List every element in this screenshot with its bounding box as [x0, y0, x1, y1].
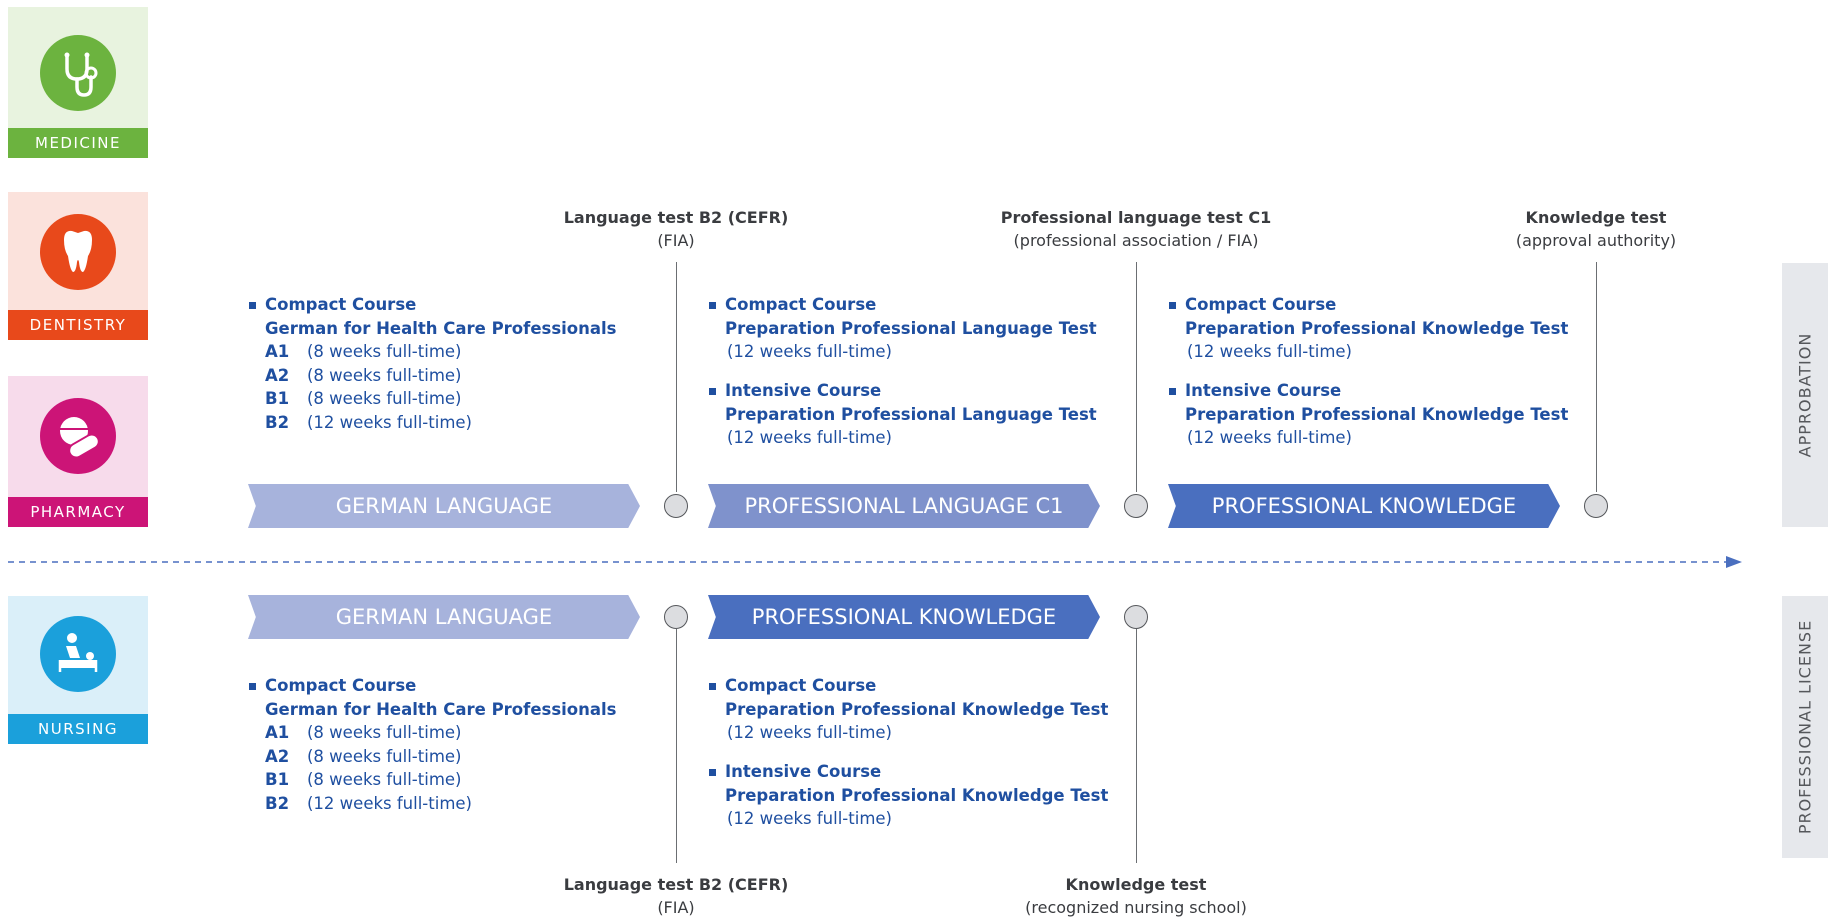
stethoscope-icon [40, 35, 116, 111]
level-row: B1(8 weeks full-time) [265, 770, 462, 789]
test-language-b2-nursing: Language test B2 (CEFR) (FIA) [563, 875, 789, 917]
bullet-icon [1169, 302, 1176, 309]
level-row: A1(8 weeks full-time) [265, 723, 462, 742]
course-language-intensive: Intensive Course Preparation Professiona… [709, 379, 1097, 450]
bullet-icon [1169, 388, 1176, 395]
course-german-upper: Compact Course German for Health Care Pr… [249, 293, 617, 434]
tile-nursing: NURSING [8, 596, 148, 747]
side-label-professional-license: PROFESSIONAL LICENSE [1782, 596, 1828, 858]
test-professional-language-c1: Professional language test C1 (professio… [1000, 208, 1272, 250]
milestone-line [1596, 262, 1597, 492]
bullet-icon [709, 769, 716, 776]
tile-label: DENTISTRY [8, 310, 148, 340]
level-row: B2(12 weeks full-time) [265, 793, 472, 813]
test-knowledge: Knowledge test (approval authority) [1515, 208, 1677, 250]
milestone-marker [1124, 605, 1148, 629]
bullet-icon [709, 683, 716, 690]
milestone-marker [664, 605, 688, 629]
milestone-line [1136, 629, 1137, 863]
bullet-icon [709, 302, 716, 309]
course-nursing-knowledge-intensive: Intensive Course Preparation Professiona… [709, 760, 1108, 831]
course-language-compact: Compact Course Preparation Professional … [709, 293, 1097, 364]
bullet-icon [249, 683, 256, 690]
level-row: B2(12 weeks full-time) [265, 412, 472, 432]
level-row: A2(8 weeks full-time) [265, 365, 462, 385]
test-language-b2: Language test B2 (CEFR) (FIA) [563, 208, 789, 250]
banner-german-language: GERMAN LANGUAGE [248, 484, 640, 528]
bullet-icon [249, 302, 256, 309]
level-row: A1(8 weeks full-time) [265, 342, 462, 361]
banner-professional-knowledge: PROFESSIONAL KNOWLEDGE [708, 595, 1100, 639]
side-label-approbation: APPROBATION [1782, 263, 1828, 527]
course-german-lower: Compact Course German for Health Care Pr… [249, 674, 617, 815]
milestone-line [1136, 262, 1137, 492]
tile-label: NURSING [8, 714, 148, 744]
banner-professional-knowledge: PROFESSIONAL KNOWLEDGE [1168, 484, 1560, 528]
milestone-marker [664, 494, 688, 518]
tile-label: PHARMACY [8, 497, 148, 527]
tile-medicine: MEDICINE [8, 7, 148, 158]
banner-professional-language-c1: PROFESSIONAL LANGUAGE C1 [708, 484, 1100, 528]
banner-german-language: GERMAN LANGUAGE [248, 595, 640, 639]
level-row: A2(8 weeks full-time) [265, 746, 462, 766]
pill-icon [40, 398, 116, 474]
milestone-marker [1124, 494, 1148, 518]
timeline-divider-arrow [8, 556, 1742, 568]
tile-pharmacy: PHARMACY [8, 376, 148, 527]
milestone-line [676, 629, 677, 863]
patient-care-icon [40, 616, 116, 692]
milestone-marker [1584, 494, 1608, 518]
course-knowledge-intensive: Intensive Course Preparation Professiona… [1169, 379, 1568, 450]
test-knowledge-nursing: Knowledge test (recognized nursing schoo… [1025, 875, 1247, 917]
tile-label: MEDICINE [8, 128, 148, 158]
course-nursing-knowledge-compact: Compact Course Preparation Professional … [709, 674, 1108, 745]
level-row: B1(8 weeks full-time) [265, 389, 462, 408]
bullet-icon [709, 388, 716, 395]
tooth-icon [40, 214, 116, 290]
course-knowledge-compact: Compact Course Preparation Professional … [1169, 293, 1568, 364]
tile-dentistry: DENTISTRY [8, 192, 148, 343]
milestone-line [676, 262, 677, 492]
